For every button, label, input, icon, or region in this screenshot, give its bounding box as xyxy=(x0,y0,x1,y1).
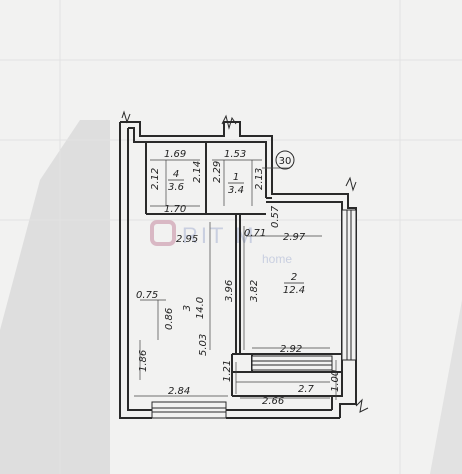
dim-1-70: 1.70 xyxy=(164,204,186,215)
plan-number-circle xyxy=(275,150,295,170)
dim-1-00: 1.00 xyxy=(330,370,341,392)
dim-1-69: 1.69 xyxy=(164,149,186,160)
room-1-number: 1 xyxy=(233,172,239,183)
watermark-logo-mark xyxy=(150,220,176,246)
dim-2-12: 2.12 xyxy=(150,168,161,190)
dim-2-29: 2.29 xyxy=(212,161,223,183)
dim-2-95: 2.95 xyxy=(176,234,198,245)
room-3-area: 14.0 xyxy=(195,297,206,319)
room-4-number: 4 xyxy=(173,169,179,180)
walls xyxy=(119,121,357,419)
paper-shadow xyxy=(0,120,110,474)
dim-2-97: 2.97 xyxy=(283,232,306,243)
dim-3-96: 3.96 xyxy=(224,280,235,302)
plan-number: 30 xyxy=(279,156,292,167)
dim-0-75: 0.75 xyxy=(136,290,158,301)
window-room2 xyxy=(251,355,333,371)
window-room3 xyxy=(151,401,227,419)
watermark-brand: RIT M xyxy=(182,223,256,248)
dim-2-92: 2.92 xyxy=(280,344,302,355)
room-2-number: 2 xyxy=(291,272,297,283)
dim-1-21: 1.21 xyxy=(222,360,233,382)
dimension-labels: 1.69 1.53 2.12 2.14 2.29 2.13 0.57 1.70 … xyxy=(136,149,341,407)
watermark: RIT M home xyxy=(150,220,292,266)
break-marks xyxy=(121,110,369,413)
windows xyxy=(151,209,357,419)
watermark-sub: home xyxy=(262,252,292,266)
dim-1-86: 1.86 xyxy=(138,350,149,372)
room-2-area: 12.4 xyxy=(283,285,305,296)
room-4-area: 3.6 xyxy=(168,182,184,193)
dim-0-57: 0.57 xyxy=(270,205,281,228)
dim-0-86: 0.86 xyxy=(164,308,175,330)
dim-0-71: 0.71 xyxy=(244,228,266,239)
dim-1-53: 1.53 xyxy=(224,149,246,160)
dim-lines xyxy=(134,159,337,400)
paper-shadow-right xyxy=(430,300,462,474)
room-3-number: 3 xyxy=(182,305,193,311)
room-1-area: 3.4 xyxy=(228,185,244,196)
dim-3-82: 3.82 xyxy=(249,280,260,302)
dim-2-13: 2.13 xyxy=(254,168,265,190)
dim-2-66: 2.66 xyxy=(262,396,284,407)
room-labels: 4 3.6 1 3.4 2 12.4 3 14.0 xyxy=(168,169,305,319)
window-right xyxy=(341,209,357,361)
dim-2-84: 2.84 xyxy=(168,386,190,397)
dim-2-14: 2.14 xyxy=(192,161,203,183)
dim-2-7: 2.7 xyxy=(298,384,315,395)
dim-5-03: 5.03 xyxy=(198,334,209,356)
